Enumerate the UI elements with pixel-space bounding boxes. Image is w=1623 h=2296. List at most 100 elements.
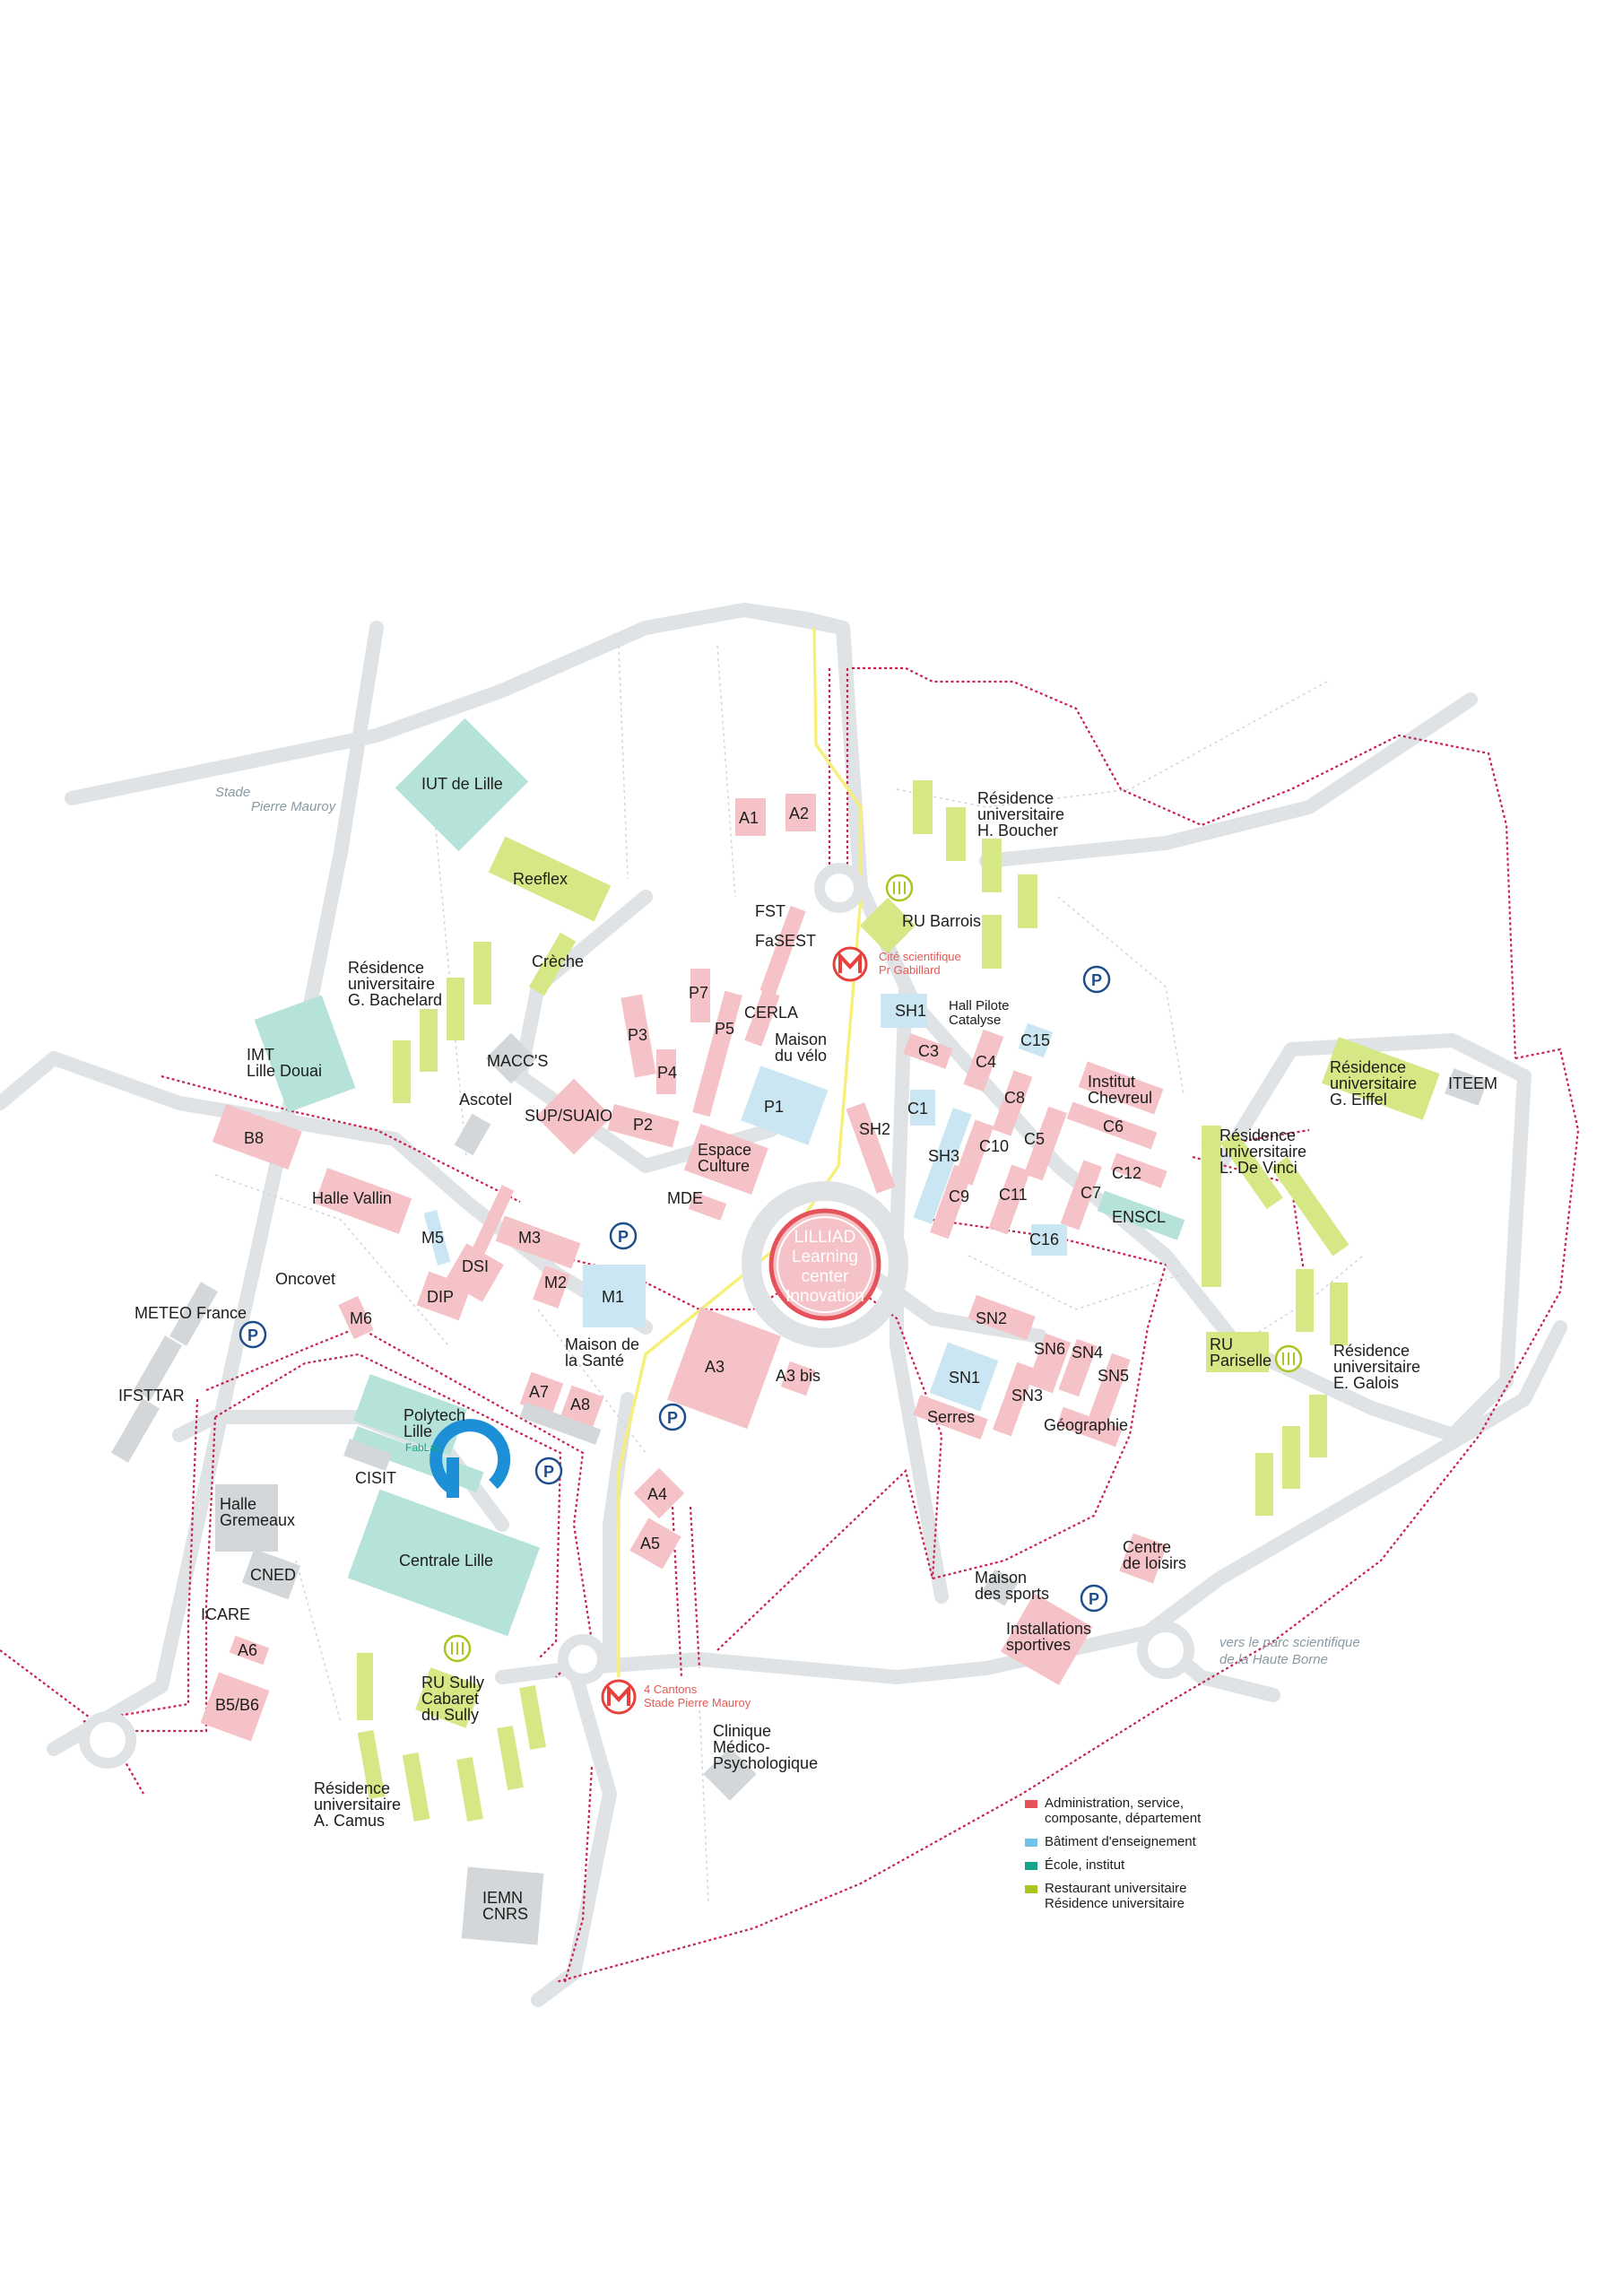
restaurant-icon[interactable] — [1274, 1344, 1303, 1373]
building-meteo-1[interactable] — [169, 1282, 219, 1346]
res-bachelard-1[interactable] — [393, 1040, 411, 1103]
building-espace-culture[interactable] — [683, 1123, 768, 1195]
res-boucher-3[interactable] — [982, 839, 1002, 892]
res-galois-3[interactable] — [1309, 1395, 1327, 1457]
building-ru-pariselle[interactable] — [1206, 1332, 1269, 1372]
building-centre-loisirs[interactable] — [1119, 1533, 1167, 1584]
building-c3[interactable] — [903, 1033, 953, 1069]
res-camus-3[interactable] — [402, 1752, 430, 1822]
building-c7[interactable] — [1060, 1160, 1102, 1231]
building-centrale[interactable] — [347, 1489, 541, 1637]
building-ascotel[interactable] — [454, 1113, 491, 1156]
building-sn6[interactable] — [1027, 1333, 1072, 1394]
building-creche[interactable] — [528, 932, 577, 996]
res-bachelard-3[interactable] — [447, 978, 464, 1040]
building-a6[interactable] — [229, 1635, 270, 1665]
building-c5[interactable] — [1023, 1106, 1068, 1181]
building-meteo-2[interactable] — [133, 1335, 183, 1400]
res-camus-6[interactable] — [519, 1684, 546, 1751]
parking-icon[interactable]: P — [609, 1222, 638, 1250]
parking-icon[interactable]: P — [239, 1320, 267, 1349]
res-galois-4[interactable] — [1282, 1426, 1300, 1489]
building-p4[interactable] — [656, 1049, 676, 1094]
building-res-eiffel[interactable] — [1322, 1037, 1440, 1120]
building-a1[interactable] — [735, 798, 766, 836]
res-camus-1[interactable] — [357, 1653, 373, 1720]
building-c15[interactable] — [1018, 1022, 1054, 1058]
res-bachelard-2[interactable] — [420, 1009, 438, 1072]
building-m1[interactable] — [583, 1265, 646, 1327]
building-clinique[interactable] — [703, 1747, 757, 1801]
building-c16[interactable] — [1031, 1224, 1067, 1256]
building-reeflex[interactable] — [488, 836, 612, 922]
building-p5[interactable] — [692, 990, 742, 1118]
res-vinci-2[interactable] — [1271, 1156, 1350, 1257]
building-a8[interactable] — [560, 1385, 604, 1430]
lilliad-center[interactable]: LILLIAD Learning center Innovation — [768, 1208, 881, 1321]
building-geographie[interactable] — [1056, 1406, 1123, 1448]
building-m3-stripes[interactable] — [467, 1185, 515, 1265]
res-boucher-2[interactable] — [946, 807, 966, 861]
res-camus-5[interactable] — [497, 1725, 524, 1791]
res-galois-5[interactable] — [1255, 1453, 1273, 1516]
building-m2[interactable] — [533, 1265, 570, 1309]
res-boucher-1[interactable] — [913, 780, 933, 834]
building-c6[interactable] — [1066, 1101, 1158, 1150]
res-camus-4[interactable] — [456, 1756, 483, 1822]
building-serres[interactable] — [913, 1395, 988, 1439]
building-b5b6[interactable] — [200, 1672, 270, 1742]
building-fst[interactable] — [759, 905, 806, 996]
building-c9[interactable] — [929, 1164, 974, 1239]
building-iteem[interactable] — [1445, 1068, 1488, 1106]
building-sh1[interactable] — [881, 994, 927, 1028]
res-boucher-4[interactable] — [1018, 874, 1037, 928]
building-sh2[interactable] — [846, 1102, 896, 1194]
building-m6[interactable] — [338, 1295, 374, 1340]
building-cerla[interactable] — [744, 989, 780, 1047]
parking-icon[interactable]: P — [534, 1457, 563, 1485]
res-bachelard-4[interactable] — [473, 942, 491, 1004]
building-installations[interactable] — [1000, 1593, 1093, 1685]
building-cisit[interactable] — [343, 1439, 392, 1471]
building-a5[interactable] — [629, 1518, 681, 1570]
res-boucher-5[interactable] — [982, 915, 1002, 969]
building-a4[interactable] — [633, 1467, 685, 1519]
building-a3bis[interactable] — [780, 1361, 816, 1396]
building-ifsttar[interactable] — [110, 1398, 161, 1463]
building-halle-gremeaux[interactable] — [215, 1484, 278, 1552]
parking-icon[interactable]: P — [658, 1403, 687, 1431]
building-c8[interactable] — [992, 1070, 1033, 1136]
building-p1[interactable] — [741, 1065, 829, 1145]
building-maccs[interactable] — [485, 1032, 537, 1084]
building-enscl[interactable] — [1097, 1190, 1185, 1240]
building-c1[interactable] — [910, 1090, 935, 1126]
restaurant-icon[interactable] — [443, 1634, 472, 1663]
building-a3[interactable] — [667, 1307, 781, 1430]
building-sh3[interactable] — [913, 1108, 972, 1224]
building-ru-sully[interactable] — [415, 1667, 482, 1728]
building-c12[interactable] — [1110, 1152, 1167, 1188]
building-iemn[interactable] — [461, 1866, 544, 1945]
restaurant-icon[interactable] — [885, 874, 914, 902]
building-iut[interactable] — [395, 718, 529, 852]
parking-icon[interactable]: P — [1082, 965, 1111, 994]
building-cned[interactable] — [241, 1548, 301, 1600]
building-imt[interactable] — [254, 995, 356, 1113]
building-c4[interactable] — [963, 1029, 1004, 1092]
res-vinci-3[interactable] — [1202, 1126, 1221, 1287]
building-institut-chevreul[interactable] — [1078, 1061, 1164, 1115]
building-m3[interactable] — [495, 1215, 581, 1269]
res-vinci-1[interactable] — [1220, 1131, 1283, 1210]
metro-station-4-cantons[interactable]: 4 Cantons Stade Pierre Mauroy — [601, 1679, 751, 1715]
building-sn5[interactable] — [1085, 1352, 1131, 1432]
building-p2[interactable] — [607, 1103, 680, 1148]
res-galois-2[interactable] — [1330, 1283, 1348, 1345]
building-a2[interactable] — [785, 794, 816, 831]
metro-station-cite-scientifique[interactable]: Cité scientifique Pr Gabillard — [832, 946, 961, 982]
res-camus-2[interactable] — [357, 1729, 386, 1799]
res-galois-1[interactable] — [1296, 1269, 1314, 1332]
building-sn3[interactable] — [992, 1361, 1037, 1437]
building-ru-barrois[interactable] — [859, 897, 916, 954]
building-b8[interactable] — [212, 1103, 302, 1170]
building-c11[interactable] — [988, 1164, 1030, 1235]
